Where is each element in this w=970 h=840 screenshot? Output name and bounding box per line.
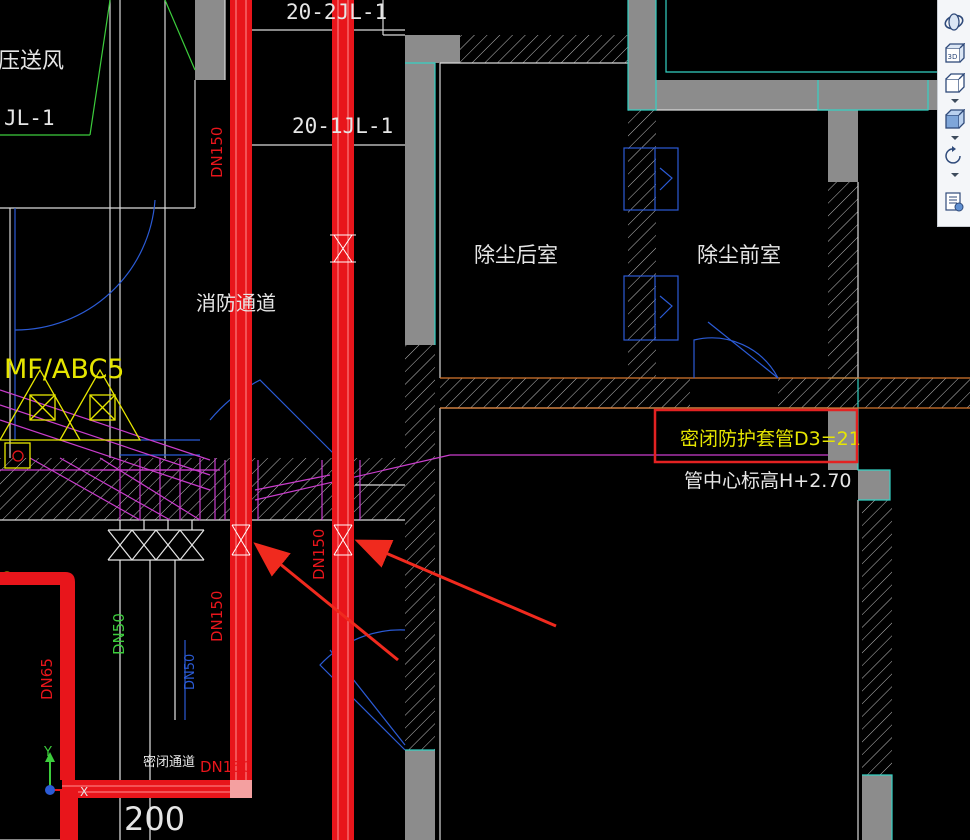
orbit-icon[interactable] — [941, 10, 967, 34]
axis-y-label: Y — [43, 745, 52, 760]
label-200: 200 — [124, 800, 185, 838]
sleeve-highlight-box — [653, 408, 859, 464]
label-fire-passage: 消防通道 — [196, 291, 276, 315]
orange-partition-lines — [440, 377, 970, 409]
pipe-label-20-2jl-1: 20-2JL-1 — [286, 0, 387, 24]
rotate-icon[interactable] — [941, 144, 967, 168]
label-dn-blue: DN50 — [183, 654, 198, 690]
label-extinguisher: MF/ABC5 — [4, 354, 124, 385]
label-dn150-top: DN150 — [208, 127, 226, 178]
view-toolbar: 3D — [937, 0, 970, 227]
properties-panel-icon[interactable] — [941, 190, 967, 214]
svg-text:3D: 3D — [948, 53, 958, 61]
chevron-down-icon[interactable] — [951, 173, 959, 177]
label-airtight-passage: 密闭通道 — [143, 754, 195, 770]
shaded-box-icon[interactable] — [941, 108, 967, 132]
ucs-axis-icon: Y X — [43, 745, 88, 799]
label-dn65: DN65 — [38, 658, 56, 700]
label-pipe-height: 管中心标高H+2.70 — [684, 470, 852, 492]
3d-view-icon[interactable]: 3D — [941, 42, 967, 66]
hatched-walls — [0, 35, 970, 775]
label-jl-1: JL-1 — [4, 106, 55, 130]
label-sleeve: 密闭防护套管D3=21 — [680, 428, 861, 450]
axis-x-label: X — [80, 785, 88, 799]
label-dn50: DN50 — [110, 613, 128, 655]
label-dn150-h: DN150 — [200, 758, 251, 776]
wireframe-box-icon[interactable] — [941, 72, 967, 96]
label-dn150-mid: DN150 — [208, 591, 226, 642]
red-pipes[interactable] — [0, 0, 356, 840]
chevron-down-icon[interactable] — [951, 99, 959, 103]
drawing-labels: 20-2JL-1 20-1JL-1 压送风 JL-1 消防通道 除尘后室 除尘前… — [0, 0, 861, 838]
label-dn150-right: DN150 — [310, 529, 328, 580]
room-label-before-dust: 除尘前室 — [697, 243, 781, 267]
pipe-label-20-1jl-1: 20-1JL-1 — [292, 114, 393, 138]
green-leader-lines — [0, 0, 196, 136]
chevron-down-icon[interactable] — [951, 136, 959, 140]
room-label-after-dust: 除尘后室 — [474, 243, 558, 267]
annotation-arrows — [253, 539, 557, 662]
structural-walls — [195, 0, 938, 840]
extinguisher-symbol — [0, 368, 142, 583]
label-pressure-air: 压送风 — [0, 49, 64, 74]
